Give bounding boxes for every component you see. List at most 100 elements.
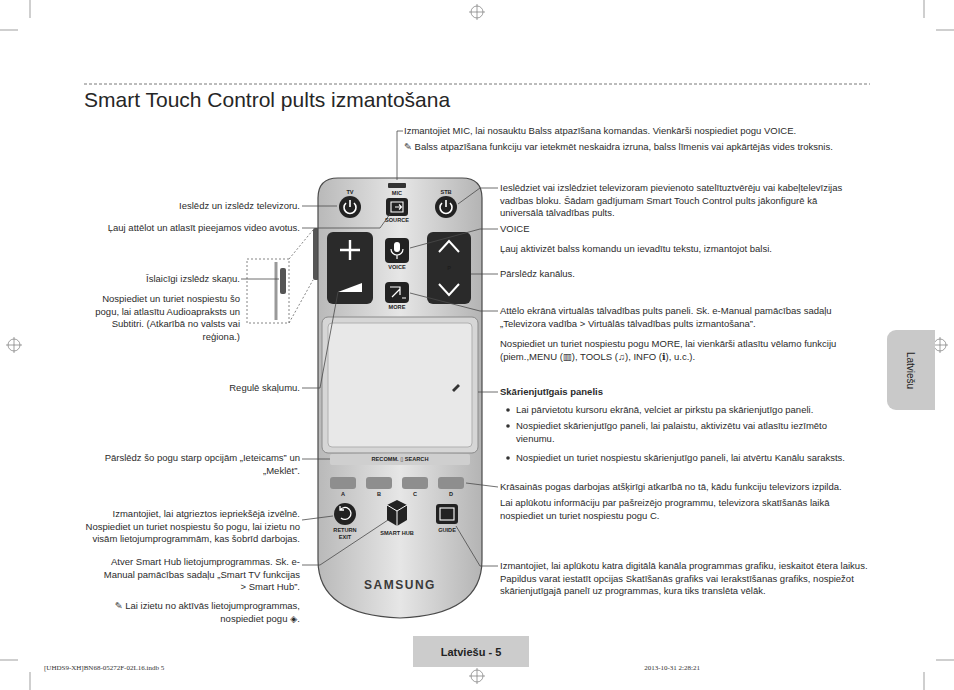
button-label: TV <box>335 189 365 196</box>
leader-lines-part <box>471 274 498 275</box>
crop-marks-part <box>477 668 478 684</box>
button-label: EXIT <box>325 534 365 541</box>
leader-lines-part <box>302 516 333 520</box>
callout-text: Lai aplūkotu informāciju par pašreizējo … <box>500 497 868 522</box>
remote-buttons-part <box>322 317 478 453</box>
callout-text: Ieslēdziet vai izslēdziet televizoram pi… <box>500 182 862 220</box>
bullets-part <box>506 456 510 460</box>
button-label: MORE <box>377 304 417 311</box>
remote-buttons-part <box>391 249 403 259</box>
bullets-part <box>506 408 510 412</box>
button-label: VOICE <box>377 264 417 271</box>
leader-lines-part <box>302 292 338 388</box>
callout-text: Ieslēdz un izslēdz televizoru. <box>80 200 300 213</box>
leader-lines-part <box>478 392 498 393</box>
remote-buttons-part <box>436 504 458 524</box>
remote-buttons-part <box>391 202 403 212</box>
remote-buttons-part <box>402 477 428 489</box>
crop-marks-part <box>924 0 925 18</box>
remote-buttons-part <box>330 454 470 465</box>
leader-lines-part <box>302 206 337 207</box>
leader-lines-part <box>410 229 498 248</box>
callout-text: Īslaicīgi izslēdz skaņu. <box>90 273 240 286</box>
remote-buttons-part <box>340 240 360 260</box>
button-label: MIC <box>382 190 412 197</box>
crop-marks-part <box>14 337 15 353</box>
remote-buttons-part <box>439 241 459 295</box>
remote-buttons-part <box>327 232 373 304</box>
node-text: Latviešu - 5 <box>441 646 502 658</box>
remote-buttons-part <box>452 384 460 392</box>
leader-lines-part <box>456 526 498 566</box>
leader-lines <box>241 131 498 566</box>
mute-inset-part <box>275 262 278 320</box>
language-tab: Latviešu <box>887 330 935 410</box>
button-label: C <box>408 491 422 498</box>
button-label: GUIDE <box>427 527 467 534</box>
bullets-part <box>506 424 510 428</box>
crop-marks-part <box>477 4 478 20</box>
callout-text: Nospiediet un turiet nospiestu skārienju… <box>516 452 876 465</box>
page-number-box: Latviešu - 5 <box>413 636 529 667</box>
remote-buttons-part <box>366 477 392 489</box>
crop-marks-part <box>30 672 31 690</box>
leader-lines-part <box>397 131 403 180</box>
remote-buttons <box>322 183 478 526</box>
callout-text: Pārslēdz šo pogu starp opcijām „Ieteicam… <box>82 452 300 477</box>
callout-text: Krāsainās pogas darbojas atšķirīgi atkar… <box>500 481 868 494</box>
callout-text: VOICE <box>500 223 600 236</box>
button-label: A <box>336 491 350 498</box>
crop-marks-part <box>30 0 31 18</box>
button-label: B <box>372 491 386 498</box>
button-label: SMART HUB <box>372 530 422 537</box>
remote-buttons-part <box>435 196 457 218</box>
mute-inset-part <box>280 268 286 294</box>
bullets <box>506 408 510 460</box>
button-label: SOURCE <box>377 217 417 224</box>
remote-buttons-part <box>385 282 409 303</box>
callout-text: Izmantojiet, lai aplūkotu katra digitālā… <box>500 560 872 598</box>
callout-text: Nospiediet un turiet nospiestu pogu MORE… <box>500 338 868 363</box>
remote-buttons-part <box>334 503 356 525</box>
remote-buttons-part <box>330 477 356 489</box>
mute-inset <box>247 230 313 323</box>
leader-lines-part <box>302 520 388 565</box>
node-text: Latviešu <box>906 351 917 388</box>
mute-inset-part <box>289 280 313 323</box>
leader-lines-part <box>302 459 330 460</box>
remote-buttons-part <box>385 238 409 263</box>
callout-text: Atver Smart Hub lietojumprogrammas. Sk. … <box>100 556 300 594</box>
callout-text: Pārslēdz kanālus. <box>500 268 700 281</box>
leader-lines-part <box>302 214 390 228</box>
remote-buttons-part <box>445 200 447 207</box>
remote-buttons-part <box>340 506 351 519</box>
remote-buttons-part <box>440 508 454 520</box>
button-label: RECOMM. ▯ SEARCH <box>345 456 455 463</box>
mute-inset-part <box>289 230 313 259</box>
callout-text: Ļauj aktivizēt balss komandu un ievadītu… <box>500 243 865 256</box>
remote-body-part <box>318 178 482 618</box>
remote-buttons-part <box>338 283 362 292</box>
remote-buttons-part <box>438 477 464 489</box>
remote-buttons-part <box>339 196 361 218</box>
remote-buttons-part <box>387 500 407 526</box>
print-slug: [UHDS9-XH]BN68-05272F-02L16.indb 5 <box>44 664 304 673</box>
crop-marks-part <box>936 660 954 661</box>
leader-lines-part <box>410 293 498 311</box>
leader-lines-part <box>458 188 498 204</box>
remote-buttons-part <box>386 198 408 216</box>
button-label: RETURN <box>325 527 365 534</box>
button-label: D <box>444 491 458 498</box>
callout-text: Nospiediet skārienjutīgo paneli, lai pal… <box>516 420 866 445</box>
leader-lines-part <box>466 483 498 487</box>
remote-body <box>313 178 482 618</box>
crop-marks-part <box>0 30 18 31</box>
remote-buttons-part <box>390 287 406 298</box>
remote-buttons-part <box>349 200 351 207</box>
callout-text: Nospiediet un turiet nospiestu šo pogu, … <box>90 293 240 343</box>
title-rule <box>84 84 870 85</box>
print-slug: 2013-10-31 2:28:21 <box>550 664 700 673</box>
remote-buttons-part <box>328 323 472 447</box>
